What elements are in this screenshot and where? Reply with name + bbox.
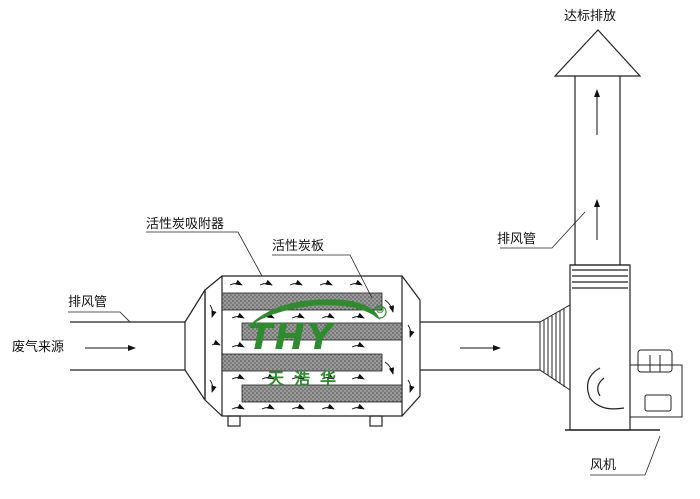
logo-registered: ® (375, 305, 385, 316)
label-stack-duct: 排风管 (497, 232, 537, 247)
label-carbon-plate: 活性炭板 (272, 239, 325, 254)
carbon-plate (221, 353, 383, 372)
label-waste-gas-source: 废气来源 (12, 340, 65, 355)
outlet-duct (420, 321, 540, 371)
label-inlet-duct: 排风管 (68, 295, 108, 310)
label-discharge: 达标排放 (564, 9, 617, 24)
carbon-plate (241, 322, 403, 341)
fan-housing (565, 264, 660, 431)
registered-mark-ring (373, 305, 387, 319)
logo-subtitle: 天浩华 (268, 369, 347, 388)
brand-logo (245, 299, 387, 330)
logo-text: THY (248, 317, 335, 358)
fan-motor (629, 349, 683, 418)
exhaust-stack (553, 29, 642, 265)
logo-swoosh (245, 299, 380, 330)
carbon-plate (241, 384, 403, 403)
fan-inlet-transition (539, 304, 571, 391)
label-adsorber: 活性炭吸附器 (146, 217, 225, 232)
leader-lines (68, 211, 661, 476)
internal-flow-arrows (209, 279, 415, 410)
inlet-duct (70, 289, 206, 401)
label-fan: 风机 (590, 458, 617, 473)
